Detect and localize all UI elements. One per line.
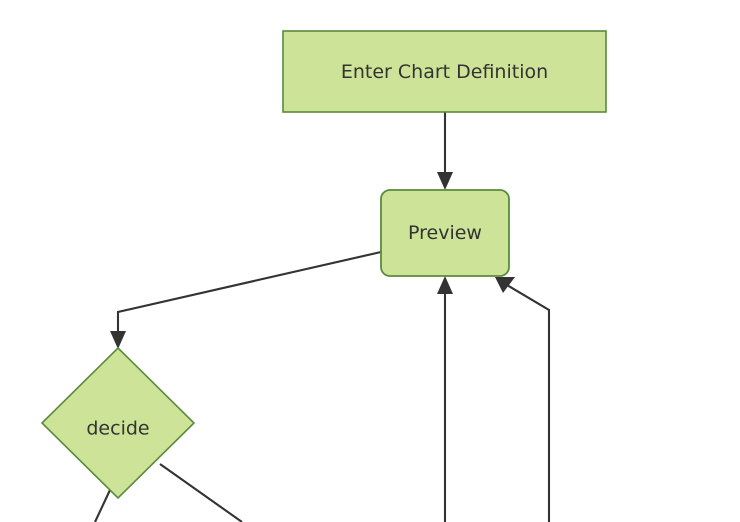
node-label-decide: decide <box>86 418 149 440</box>
arrow-head-icon <box>437 276 453 294</box>
arrow-head-icon <box>437 172 453 190</box>
node-shape-diamond[interactable] <box>40 346 196 500</box>
edge-line <box>506 284 551 522</box>
node-decide[interactable]: decide <box>40 346 196 500</box>
node-enter-chart-definition[interactable]: Enter Chart Definition <box>282 30 607 113</box>
edge-bottom-right-to-preview <box>495 277 551 522</box>
edge-line <box>159 463 243 522</box>
arrow-head-icon <box>110 331 126 349</box>
edge-preview-to-decide <box>110 250 382 349</box>
node-shape-rectangle[interactable] <box>282 30 607 113</box>
node-preview[interactable]: Preview <box>380 189 510 277</box>
node-shape-rounded-rectangle[interactable] <box>380 189 510 277</box>
edge-line <box>94 489 111 522</box>
edge-decide-out-right <box>159 463 243 522</box>
node-label-preview: Preview <box>408 222 482 244</box>
edge-enter-to-preview <box>437 112 453 190</box>
edge-bottom-center-to-preview <box>437 276 453 522</box>
arrow-head-icon <box>495 277 515 293</box>
node-label-enter-chart-definition: Enter Chart Definition <box>341 61 548 83</box>
edge-line <box>116 250 382 336</box>
edge-decide-out-left <box>94 489 111 522</box>
